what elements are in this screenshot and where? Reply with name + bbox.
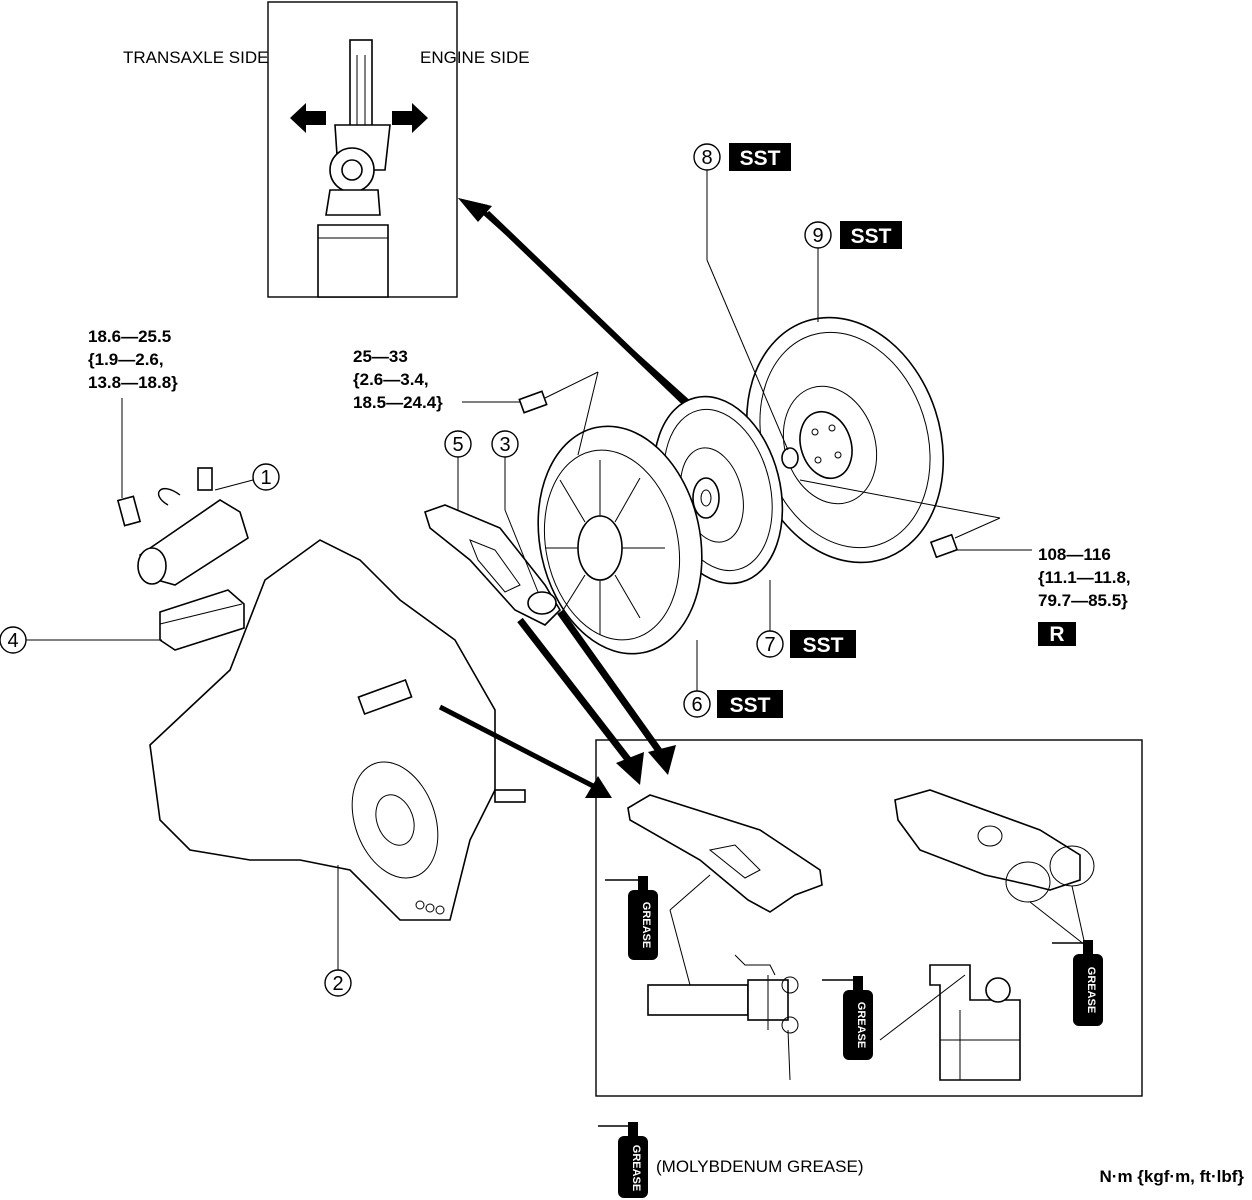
replace-badge-text: R — [1049, 623, 1064, 646]
inset-fork-rear — [894, 789, 1081, 891]
replace-badge — [1038, 622, 1076, 646]
transaxle-side-label: TRANSAXLE SIDE — [123, 48, 269, 67]
flywheel — [745, 316, 945, 564]
transaxle-case — [149, 539, 526, 921]
grease-can-1-label: GREASE — [640, 902, 652, 948]
torque-spec-1: 18.6—25.5 {1.9—2.6, 13.8—18.8} — [88, 327, 178, 498]
inset-shaft-section — [647, 984, 749, 1016]
svg-text:SST: SST — [740, 147, 781, 170]
grease-can-1: GREASE — [605, 876, 658, 960]
torque-2-line1: 25—33 — [353, 347, 408, 366]
svg-text:2: 2 — [332, 973, 343, 995]
torque-spec-3: 108—116 {11.1—11.8, 79.7—85.5} R — [955, 545, 1131, 646]
inset-bearing-housing — [929, 964, 1021, 1081]
inset-fork-detail — [627, 794, 823, 913]
svg-text:3: 3 — [499, 434, 510, 456]
callout-4: 4 — [0, 626, 162, 654]
callout-6: 6 SST — [683, 640, 783, 718]
svg-text:SST: SST — [730, 694, 771, 717]
svg-text:SST: SST — [851, 225, 892, 248]
torque-1-line1: 18.6—25.5 — [88, 327, 171, 346]
svg-text:SST: SST — [803, 634, 844, 657]
sst-badge-8 — [729, 143, 791, 171]
torque-3-line3: 79.7—85.5} — [1038, 591, 1128, 610]
svg-text:4: 4 — [7, 630, 18, 652]
grease-can-legend-label: GREASE — [630, 1145, 642, 1191]
clutch-cover-bolt — [518, 371, 599, 456]
callout-3: 3 — [491, 430, 539, 593]
torque-spec-2: 25—33 {2.6—3.4, 18.5—24.4} — [353, 347, 521, 412]
pilot-bearing — [781, 447, 799, 469]
grease-can-2: GREASE — [822, 976, 873, 1060]
callout-5: 5 — [444, 430, 472, 510]
inset-fork-rod — [349, 39, 373, 131]
svg-text:8: 8 — [701, 147, 712, 169]
sst-badge-9 — [840, 221, 902, 249]
svg-text:7: 7 — [764, 634, 775, 656]
inset-bottom — [595, 739, 1143, 1097]
callout-8: 8 SST — [693, 143, 791, 451]
leader-arrow-shaft — [438, 704, 597, 790]
release-bearing — [527, 591, 557, 615]
torque-1-line3: 13.8—18.8} — [88, 373, 178, 392]
units-legend-text: N·m {kgf·m, ft·lbf} — [1100, 1167, 1245, 1186]
callout-7: 7 SST — [756, 580, 856, 658]
inset-bottom-frame — [595, 739, 1143, 1097]
release-fork — [424, 504, 562, 626]
input-shaft — [357, 678, 413, 716]
grease-legend-text: (MOLYBDENUM GREASE) — [656, 1157, 864, 1176]
flywheel-bolt — [799, 479, 1001, 559]
grease-can-legend: GREASE — [598, 1122, 648, 1198]
svg-text:5: 5 — [452, 434, 463, 456]
clutch-cover — [537, 425, 703, 655]
svg-text:9: 9 — [812, 225, 823, 247]
callout-2: 2 — [324, 865, 352, 997]
callout-9: 9 SST — [804, 221, 902, 322]
torque-3-line1: 108—116 — [1038, 545, 1111, 564]
inset-shaft-housing — [317, 224, 389, 298]
leader-arrow-fork-2 — [557, 609, 665, 758]
engine-side-label: ENGINE SIDE — [420, 48, 530, 67]
arrow-left-icon — [290, 103, 326, 133]
release-cylinder — [116, 467, 249, 586]
svg-text:1: 1 — [260, 467, 271, 489]
grease-can-3-label: GREASE — [1085, 967, 1097, 1013]
arrow-right-icon — [392, 103, 428, 133]
dust-boot — [159, 589, 245, 651]
svg-text:6: 6 — [691, 694, 702, 716]
inset-top: TRANSAXLE SIDE ENGINE SIDE — [123, 1, 530, 298]
leader-arrow-fork-1 — [517, 617, 633, 765]
torque-2-line2: {2.6—3.4, — [353, 370, 429, 389]
sst-badge-7 — [790, 630, 856, 658]
torque-2-line3: 18.5—24.4} — [353, 393, 443, 412]
callout-1: 1 — [214, 463, 280, 491]
torque-3-line2: {11.1—11.8, — [1038, 568, 1131, 587]
grease-can-3: GREASE — [1052, 940, 1103, 1026]
grease-can-2-label: GREASE — [855, 1002, 867, 1048]
torque-1-line2: {1.9—2.6, — [88, 350, 164, 369]
sst-badge-6 — [717, 690, 783, 718]
